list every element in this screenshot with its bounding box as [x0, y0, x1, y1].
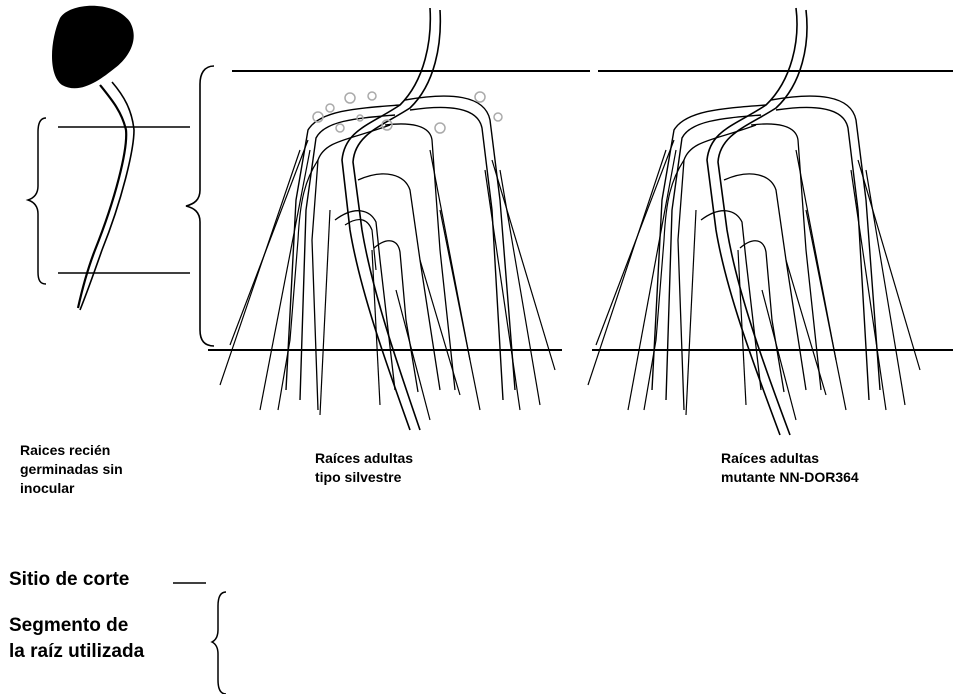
legend-cut-site: Sitio de corte [9, 567, 129, 593]
legend-segment-bracket [212, 592, 226, 694]
mut-lateral-7 [724, 174, 806, 390]
mut-hair [686, 210, 696, 415]
wt-hair [320, 210, 330, 415]
wt-lateral-1b [300, 115, 395, 400]
wild-type-label: Raíces adultas tipo silvestre [315, 449, 413, 487]
wt-main-root-2 [353, 10, 440, 430]
nodule [336, 124, 344, 132]
nodule [368, 92, 376, 100]
nodule [475, 92, 485, 102]
mut-hair [738, 250, 746, 405]
wt-lateral-2b [410, 107, 503, 400]
wt-hair [485, 170, 520, 410]
adult-segment-bracket [186, 66, 214, 346]
seedling-root [78, 85, 126, 308]
seedling-root-inner [80, 82, 134, 310]
mut-hair [628, 150, 676, 410]
wt-hair [372, 250, 380, 405]
mut-lateral-2 [771, 96, 880, 390]
nodule [435, 123, 445, 133]
wt-lateral-1 [286, 105, 400, 390]
seedling-label: Raices recién germinadas sin inocular [20, 441, 123, 498]
wt-lateral-7 [358, 174, 440, 390]
seedling-segment-bracket [28, 118, 46, 284]
seedling-panel [28, 6, 190, 310]
mut-lateral-2b [776, 107, 869, 400]
mutant-panel [588, 8, 953, 435]
mut-lateral-1b [666, 115, 761, 400]
wt-nodules [313, 92, 502, 133]
mutant-label: Raíces adultas mutante NN-DOR364 [721, 449, 859, 487]
mut-lateral-5 [701, 211, 761, 390]
mut-hair [851, 170, 886, 410]
seed [52, 6, 134, 89]
nodule [326, 104, 334, 112]
nodule [494, 113, 502, 121]
wt-hair [396, 290, 430, 420]
legend-segment: Segmento de la raíz utilizada [9, 613, 144, 665]
mut-hair [858, 160, 920, 370]
wild-type-panel [208, 8, 590, 430]
wt-hair [500, 170, 540, 405]
wt-hair [492, 160, 555, 370]
nodule [345, 93, 355, 103]
wt-lateral-2 [405, 96, 515, 390]
mut-main-root-2 [718, 10, 807, 435]
